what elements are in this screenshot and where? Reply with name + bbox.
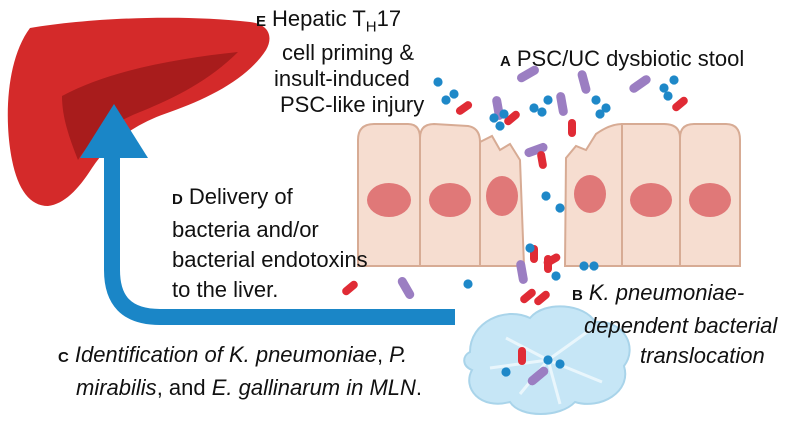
label-c-line2a: mirabilis	[76, 375, 157, 400]
bacterium-coccus	[489, 113, 499, 123]
bacterium-rod-purple	[556, 92, 568, 116]
epithelial-cell-2	[419, 122, 481, 267]
label-b-line1: K. pneumoniae-	[588, 280, 745, 305]
bacterium-coccus	[499, 109, 509, 119]
bacterium-rod-red	[543, 253, 561, 267]
bacterium-coccus	[659, 83, 669, 93]
label-a-letter: A	[500, 53, 511, 70]
label-c-line2b: , and	[156, 375, 212, 400]
bacterium-coccus	[551, 271, 561, 281]
label-b-line2: dependent bacterial	[584, 313, 778, 338]
bacterium-rod-red	[342, 280, 358, 296]
bacterium-coccus	[579, 261, 589, 271]
label-c-line2d: .	[415, 375, 423, 400]
bacterium-rod-purple	[397, 277, 415, 299]
label-e-line1: E Hepatic TH17	[256, 6, 424, 40]
cell-nucleus	[486, 176, 518, 216]
bacterium-coccus	[541, 191, 551, 201]
liver-lobe-shade	[62, 52, 238, 160]
delivery-arrow	[80, 104, 455, 325]
label-e-hepatic-th17: E Hepatic TH17 cell priming & insult-indu…	[256, 6, 424, 118]
label-d-line1: Delivery of	[188, 184, 293, 209]
bacterium-coccus	[669, 75, 679, 85]
epithelial-cell-3-damaged	[479, 134, 526, 267]
cell-nucleus	[367, 183, 411, 217]
bacterium-coccus	[543, 95, 553, 105]
bacterium-rod-purple	[524, 142, 548, 158]
bacterium-rod-purple	[517, 65, 539, 83]
bacterium-coccus	[501, 367, 511, 377]
bacterium-rod-red	[537, 151, 547, 169]
label-d-line3: bacterial endotoxins	[172, 247, 368, 272]
label-c-line1b: ,	[376, 342, 390, 367]
bacterium-coccus	[589, 261, 599, 271]
label-c-line1c: P.	[389, 342, 408, 367]
bacterium-coccus	[663, 91, 673, 101]
bacterium-coccus	[591, 95, 601, 105]
cell-nucleus	[630, 183, 672, 217]
bacterium-coccus	[463, 279, 473, 289]
bacterium-rod-red	[520, 288, 536, 304]
bacteria-cluster	[342, 65, 688, 386]
epithelial-cell-1	[357, 123, 421, 267]
label-b-letter: B	[572, 287, 583, 304]
label-c-identification: C Identification of K. pneumoniae, P. mir…	[58, 340, 422, 403]
label-b-translocation: B K. pneumoniae- dependent bacterial tran…	[572, 278, 777, 371]
bacterium-coccus	[495, 121, 505, 131]
bacterium-coccus	[595, 109, 605, 119]
bacterium-rod-purple	[527, 366, 549, 386]
bacterium-rod-purple	[516, 260, 528, 284]
bacterium-rod-red	[534, 290, 550, 306]
bacterium-rod-purple	[629, 75, 651, 93]
intestinal-epithelium	[357, 122, 741, 267]
label-d-line2: bacteria and/or	[172, 217, 319, 242]
label-e-text: Hepatic T	[272, 6, 366, 31]
bacterium-coccus	[537, 107, 547, 117]
label-b-line3: translocation	[640, 343, 765, 368]
label-d-letter: D	[172, 191, 183, 208]
epithelial-cell-5	[621, 123, 681, 267]
bacterium-coccus	[433, 77, 443, 87]
label-c-letter: C	[58, 349, 69, 366]
bacterium-rod-purple	[577, 70, 591, 94]
label-e-line3: insult-induced	[274, 66, 410, 92]
cell-nucleus	[574, 175, 606, 213]
label-e-text-post: 17	[376, 6, 402, 31]
label-e-line4: PSC-like injury	[280, 92, 425, 118]
liver	[7, 17, 270, 207]
bacterium-coccus	[543, 355, 553, 365]
cell-nucleus	[689, 183, 731, 217]
label-d-line4: to the liver.	[172, 277, 279, 302]
label-c-line1a: Identification of K. pneumoniae	[74, 342, 377, 367]
bacterium-coccus	[449, 89, 459, 99]
bacterium-coccus	[555, 203, 565, 213]
bacterium-rod-red	[455, 101, 473, 115]
epithelial-cell-4-damaged	[563, 122, 626, 267]
label-c-line2c: E. gallinarum in MLN	[211, 375, 416, 400]
arrow-head	[80, 104, 148, 158]
bacterium-rod-red	[504, 110, 520, 126]
bacterium-rod-red	[568, 119, 576, 137]
bacterium-coccus	[441, 95, 451, 105]
bacterium-rod-red	[518, 347, 526, 365]
bacterium-coccus	[529, 103, 539, 113]
label-a-text: PSC/UC dysbiotic stool	[516, 46, 745, 71]
bacterium-rod-red	[672, 96, 688, 112]
bacterium-coccus	[555, 359, 565, 369]
epithelial-cell-6	[679, 123, 741, 267]
bacterium-coccus	[525, 243, 535, 253]
label-d-delivery: D Delivery of bacteria and/or bacterial e…	[172, 182, 368, 305]
cell-nucleus	[429, 183, 471, 217]
bacterium-coccus	[601, 103, 611, 113]
label-e-subscript: H	[365, 18, 377, 36]
label-a-dysbiotic-stool: A PSC/UC dysbiotic stool	[500, 46, 744, 75]
label-e-line2: cell priming &	[282, 40, 415, 66]
arrow-shaft	[104, 150, 455, 325]
label-e-letter: E	[256, 13, 267, 30]
